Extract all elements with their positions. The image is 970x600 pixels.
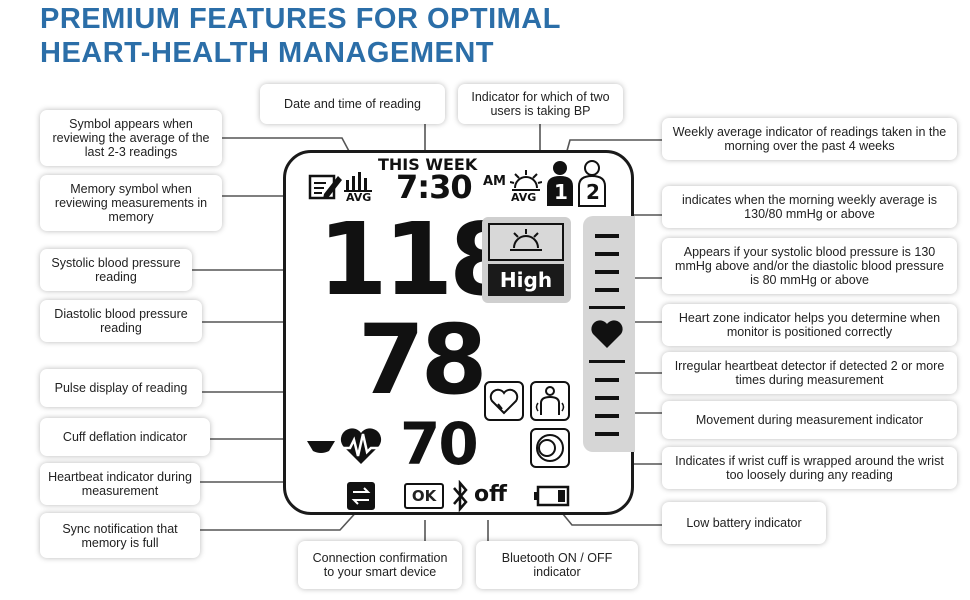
title-line-2: HEART-HEALTH MANAGEMENT	[40, 37, 494, 69]
avg-label: AVG	[346, 191, 372, 204]
sun-icon	[510, 170, 542, 191]
callout-battery: Low battery indicator	[662, 502, 826, 544]
callout-date-time: Date and time of reading	[260, 84, 445, 124]
cuff-deflation-icon	[307, 441, 335, 453]
irregular-heartbeat-icon	[484, 381, 524, 421]
sync-icon	[347, 482, 375, 510]
callout-users: Indicator for which of two users is taki…	[458, 84, 623, 124]
user2-icon	[578, 160, 606, 207]
callout-systolic: Systolic blood pressure reading	[40, 249, 192, 291]
callout-movement: Movement during measurement indicator	[662, 401, 957, 439]
callout-cuff-deflation: Cuff deflation indicator	[40, 418, 210, 456]
heartbeat-icon	[340, 428, 382, 464]
average-bars-icon	[344, 172, 372, 192]
memory-icon	[308, 174, 342, 200]
heart-icon	[591, 320, 623, 348]
callout-morning-high: indicates when the morning weekly averag…	[662, 186, 957, 228]
callout-bluetooth: Bluetooth ON / OFF indicator	[476, 541, 638, 589]
lcd-display	[283, 150, 634, 515]
user2-number: 2	[586, 180, 600, 204]
callout-heartbeat: Heartbeat indicator during measurement	[40, 463, 200, 505]
callout-wrap: Indicates if wrist cuff is wrapped aroun…	[662, 447, 957, 489]
callout-heart-zone: Heart zone indicator helps you determine…	[662, 304, 957, 346]
callout-diastolic: Diastolic blood pressure reading	[40, 300, 202, 342]
user1-number: 1	[554, 180, 568, 204]
callout-irregular: Irregular heartbeat detector if detected…	[662, 352, 957, 394]
callout-high-bp: Appears if your systolic blood pressure …	[662, 238, 957, 294]
title-line-1: PREMIUM FEATURES FOR OPTIMAL	[40, 3, 561, 35]
callout-pulse: Pulse display of reading	[40, 369, 202, 407]
movement-icon	[530, 381, 570, 421]
avg-label-2: AVG	[511, 191, 537, 204]
user-icons	[547, 160, 606, 207]
page-title: PREMIUM FEATURES FOR OPTIMAL HEART-HEALT…	[40, 2, 561, 70]
pulse-reading: 70	[400, 410, 479, 478]
user1-icon	[547, 161, 573, 206]
callout-average: Symbol appears when reviewing the averag…	[40, 110, 222, 166]
diastolic-reading: 78	[358, 304, 488, 416]
am-label: AM	[483, 174, 506, 189]
morning-sun-icon	[510, 229, 542, 251]
bluetooth-icon	[453, 480, 468, 512]
ok-box: OK	[404, 483, 444, 509]
callout-weekly-avg: Weekly average indicator of readings tak…	[662, 118, 957, 160]
callout-memory: Memory symbol when reviewing measurement…	[40, 175, 222, 231]
heart-zone-scale	[589, 234, 625, 436]
cuff-wrap-icon	[530, 428, 570, 468]
line-sync	[200, 507, 361, 531]
off-label: off	[474, 482, 507, 507]
callout-connection: Connection confirmation to your smart de…	[298, 541, 462, 589]
ok-label: OK	[411, 487, 437, 505]
time-display: 7:30	[396, 168, 473, 206]
this-week-label: THIS WEEK	[378, 155, 478, 174]
high-label: High	[499, 268, 553, 292]
callout-sync: Sync notification that memory is full	[40, 513, 200, 558]
high-badge: High	[488, 264, 564, 296]
battery-icon	[534, 485, 570, 507]
